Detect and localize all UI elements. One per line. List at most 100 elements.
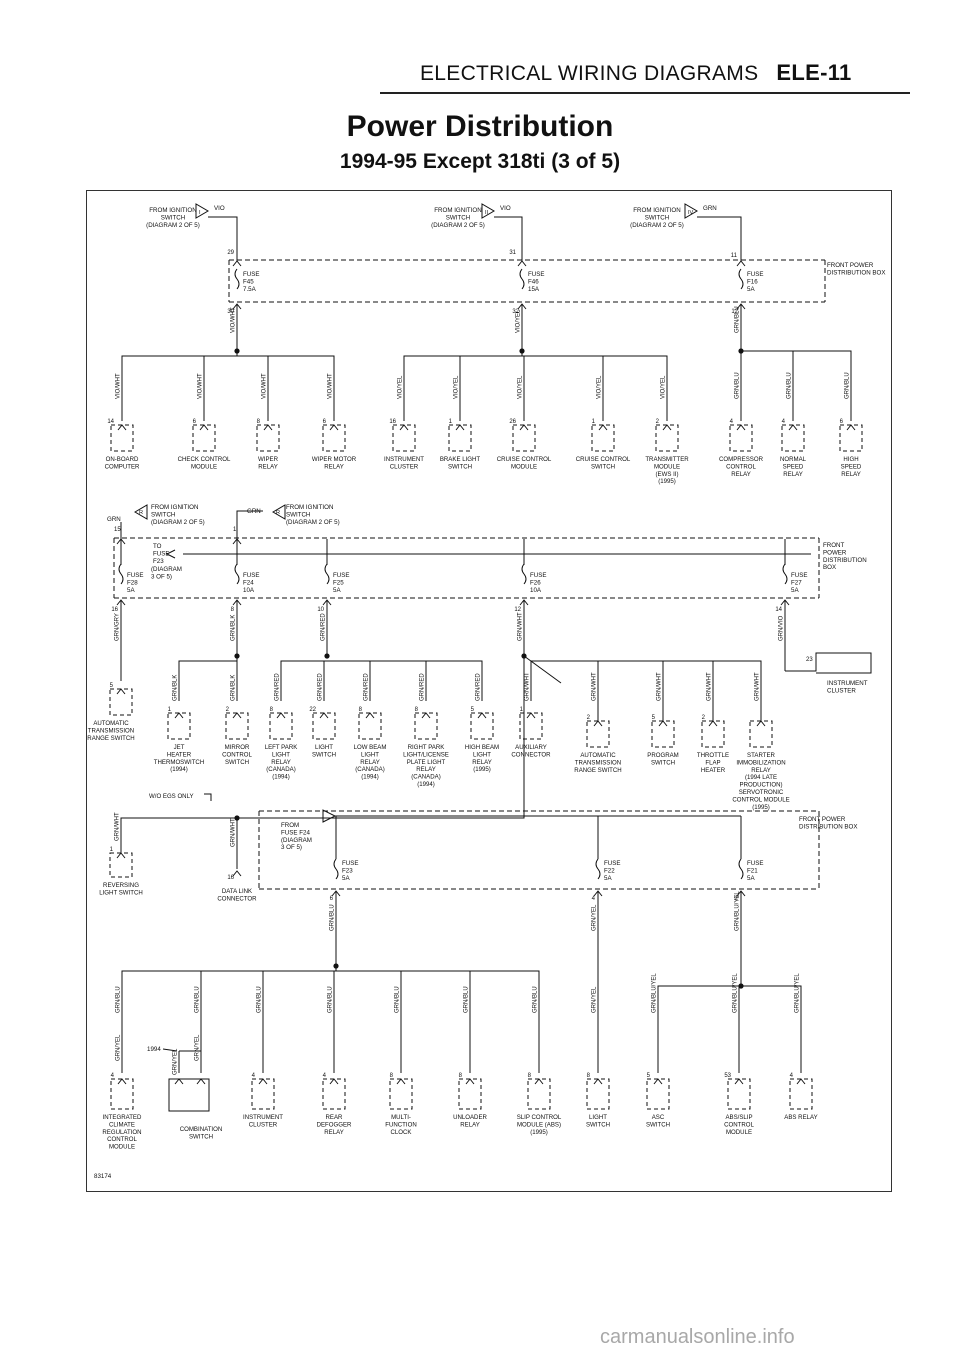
component-name: RANGE SWITCH [87,735,134,742]
fuse-label: 5A [127,587,135,594]
component-box [322,1078,346,1110]
pin-number: 12 [514,607,521,613]
component-name: MODULE [191,463,217,470]
fuse-box-label: FRONT [823,542,845,549]
wire-color-label: GRN/BLU/YEL [795,973,801,1013]
page-number: ELE-11 [776,60,852,85]
component-box [448,424,472,452]
connector-arrow [232,260,242,267]
component-box [225,712,249,740]
pin-number: 4 [111,1073,115,1079]
fuse-reference: FUSE [153,550,170,557]
component-name: (CANADA) [266,766,295,773]
fuse-label: 5A [747,286,755,293]
wire-color-label: GRN [703,205,717,212]
wire-color-label: GRN/WHT [707,672,713,701]
connector-arrow [455,424,465,431]
wire-color-label: VIO/WHT [198,373,204,399]
component-name: STARTER [747,752,775,759]
source-label: SWITCH [286,512,310,519]
fuse-label: FUSE [747,860,764,867]
component-name: CLIMATE [109,1121,135,1128]
component-name: RELAY [841,471,861,478]
component-box [110,1078,134,1110]
wire-color-label: VIO/YEL [454,375,460,399]
wire-color-label: GRN/BLU [328,986,334,1013]
component-name: SWITCH [225,759,249,766]
pin-number: 14 [107,419,114,425]
component-name: CONNECTOR [511,751,551,758]
note-leader [162,1048,178,1052]
connector-arrow [736,424,746,431]
wire-color-label: GRN/RED [476,673,482,701]
fuse-label: 5A [747,875,755,882]
component-name: SWITCH [651,759,675,766]
connector-arrow [598,424,608,431]
component-name: CLOCK [391,1129,412,1136]
component-name: SWITCH [591,463,615,470]
fuse-label: F45 [243,278,254,285]
wire-color-label: GRN/BLU [195,986,201,1013]
fuse-label: 15A [528,286,540,293]
component-name: CONTROL MODULE [732,796,789,803]
component-box [269,712,293,740]
component-name: PRODUCTION) [740,782,783,789]
fuse-label: FUSE [243,271,260,278]
ignition-switch-flag [134,504,148,520]
component-box [591,424,615,452]
component-box [392,424,416,452]
pin-number: 10 [317,607,324,613]
connector-arrow [653,1078,663,1085]
fuse-label: F25 [333,579,344,586]
component-name: INSTRUMENT [827,680,868,687]
wire-color-label: VIO/YEL [597,375,603,399]
component-name: SWITCH [312,751,336,758]
wire-color-label: VIO/WHT [328,373,334,399]
fuse-symbol [595,858,601,880]
header-rule [380,92,910,94]
component-name: ON-BOARD [106,456,139,463]
component-name: SLIP CONTROL [517,1114,562,1121]
component-name: RELAY [258,463,278,470]
pin-number: 2 [226,707,230,713]
pin-number: 8 [231,607,235,613]
component-box [839,424,863,452]
wire-color-label: GRN/BLU/YEL [652,973,658,1013]
component-name: (CANADA) [355,766,384,773]
ignition-switch-flag [684,203,698,219]
component-name: COMPRESSOR [719,456,764,463]
watermark-text: carmanualsonline.info [600,1326,795,1348]
wire-color-label: GRN/BLU [330,904,336,931]
fuse-reference: FROM [281,822,299,829]
pin-number: 14 [775,607,782,613]
component-name: (1994 LATE [745,774,777,781]
component-name: LIGHT [473,751,491,758]
component-name: SWITCH [448,463,472,470]
fuse-box-label: DISTRIBUTION BOX [799,823,857,830]
pin-number: 30 [227,309,234,315]
wire-color-label: GRN/BLU [735,372,741,399]
bus-wire [121,355,335,421]
component-box [470,712,494,740]
wire-color-label: GRN/BLU [735,306,741,333]
source-label: (DIAGRAM 2 OF 5) [431,222,485,229]
component-name: SPEED [783,463,804,470]
pin-number: 6 [840,419,844,425]
pin-number: 4 [790,1073,794,1079]
component-box [358,712,382,740]
pin-number: 53 [724,1073,731,1079]
component-box [110,424,134,452]
component-name: CONTROL [107,1136,137,1143]
connector-arrow [322,809,337,823]
wire-color-label: GRN/YEL [173,1048,179,1075]
component-name: FLAP [705,759,720,766]
wire-color-label: GRN/RED [420,673,426,701]
fuse-symbol [234,268,240,290]
wire-color-label: GRN/RED [364,673,370,701]
component-box [727,1078,751,1110]
component-box [651,720,675,748]
connector-arrow [846,424,856,431]
connector-arrow [117,1078,127,1085]
fuse-label: 5A [604,875,612,882]
